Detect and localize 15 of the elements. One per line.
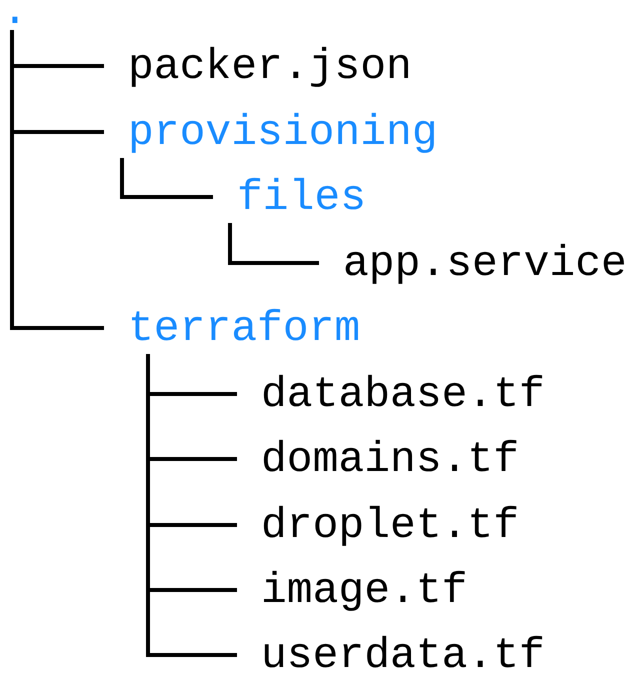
file-name: domains.tf	[261, 438, 520, 481]
file-name: image.tf	[261, 569, 468, 612]
folder-name: files	[237, 176, 366, 219]
tree-connector	[120, 158, 213, 199]
file-name: userdata.tf	[261, 634, 545, 677]
folder-name: .	[2, 0, 28, 24]
tree-connector	[10, 30, 104, 330]
file-name: database.tf	[261, 373, 545, 416]
folder-name: provisioning	[128, 111, 438, 154]
file-name: droplet.tf	[261, 504, 520, 547]
file-name: app.service	[343, 242, 627, 285]
file-name: packer.json	[128, 45, 412, 88]
tree-connector	[228, 223, 319, 265]
folder-name: terraform	[128, 307, 360, 350]
tree-connector	[146, 354, 237, 657]
